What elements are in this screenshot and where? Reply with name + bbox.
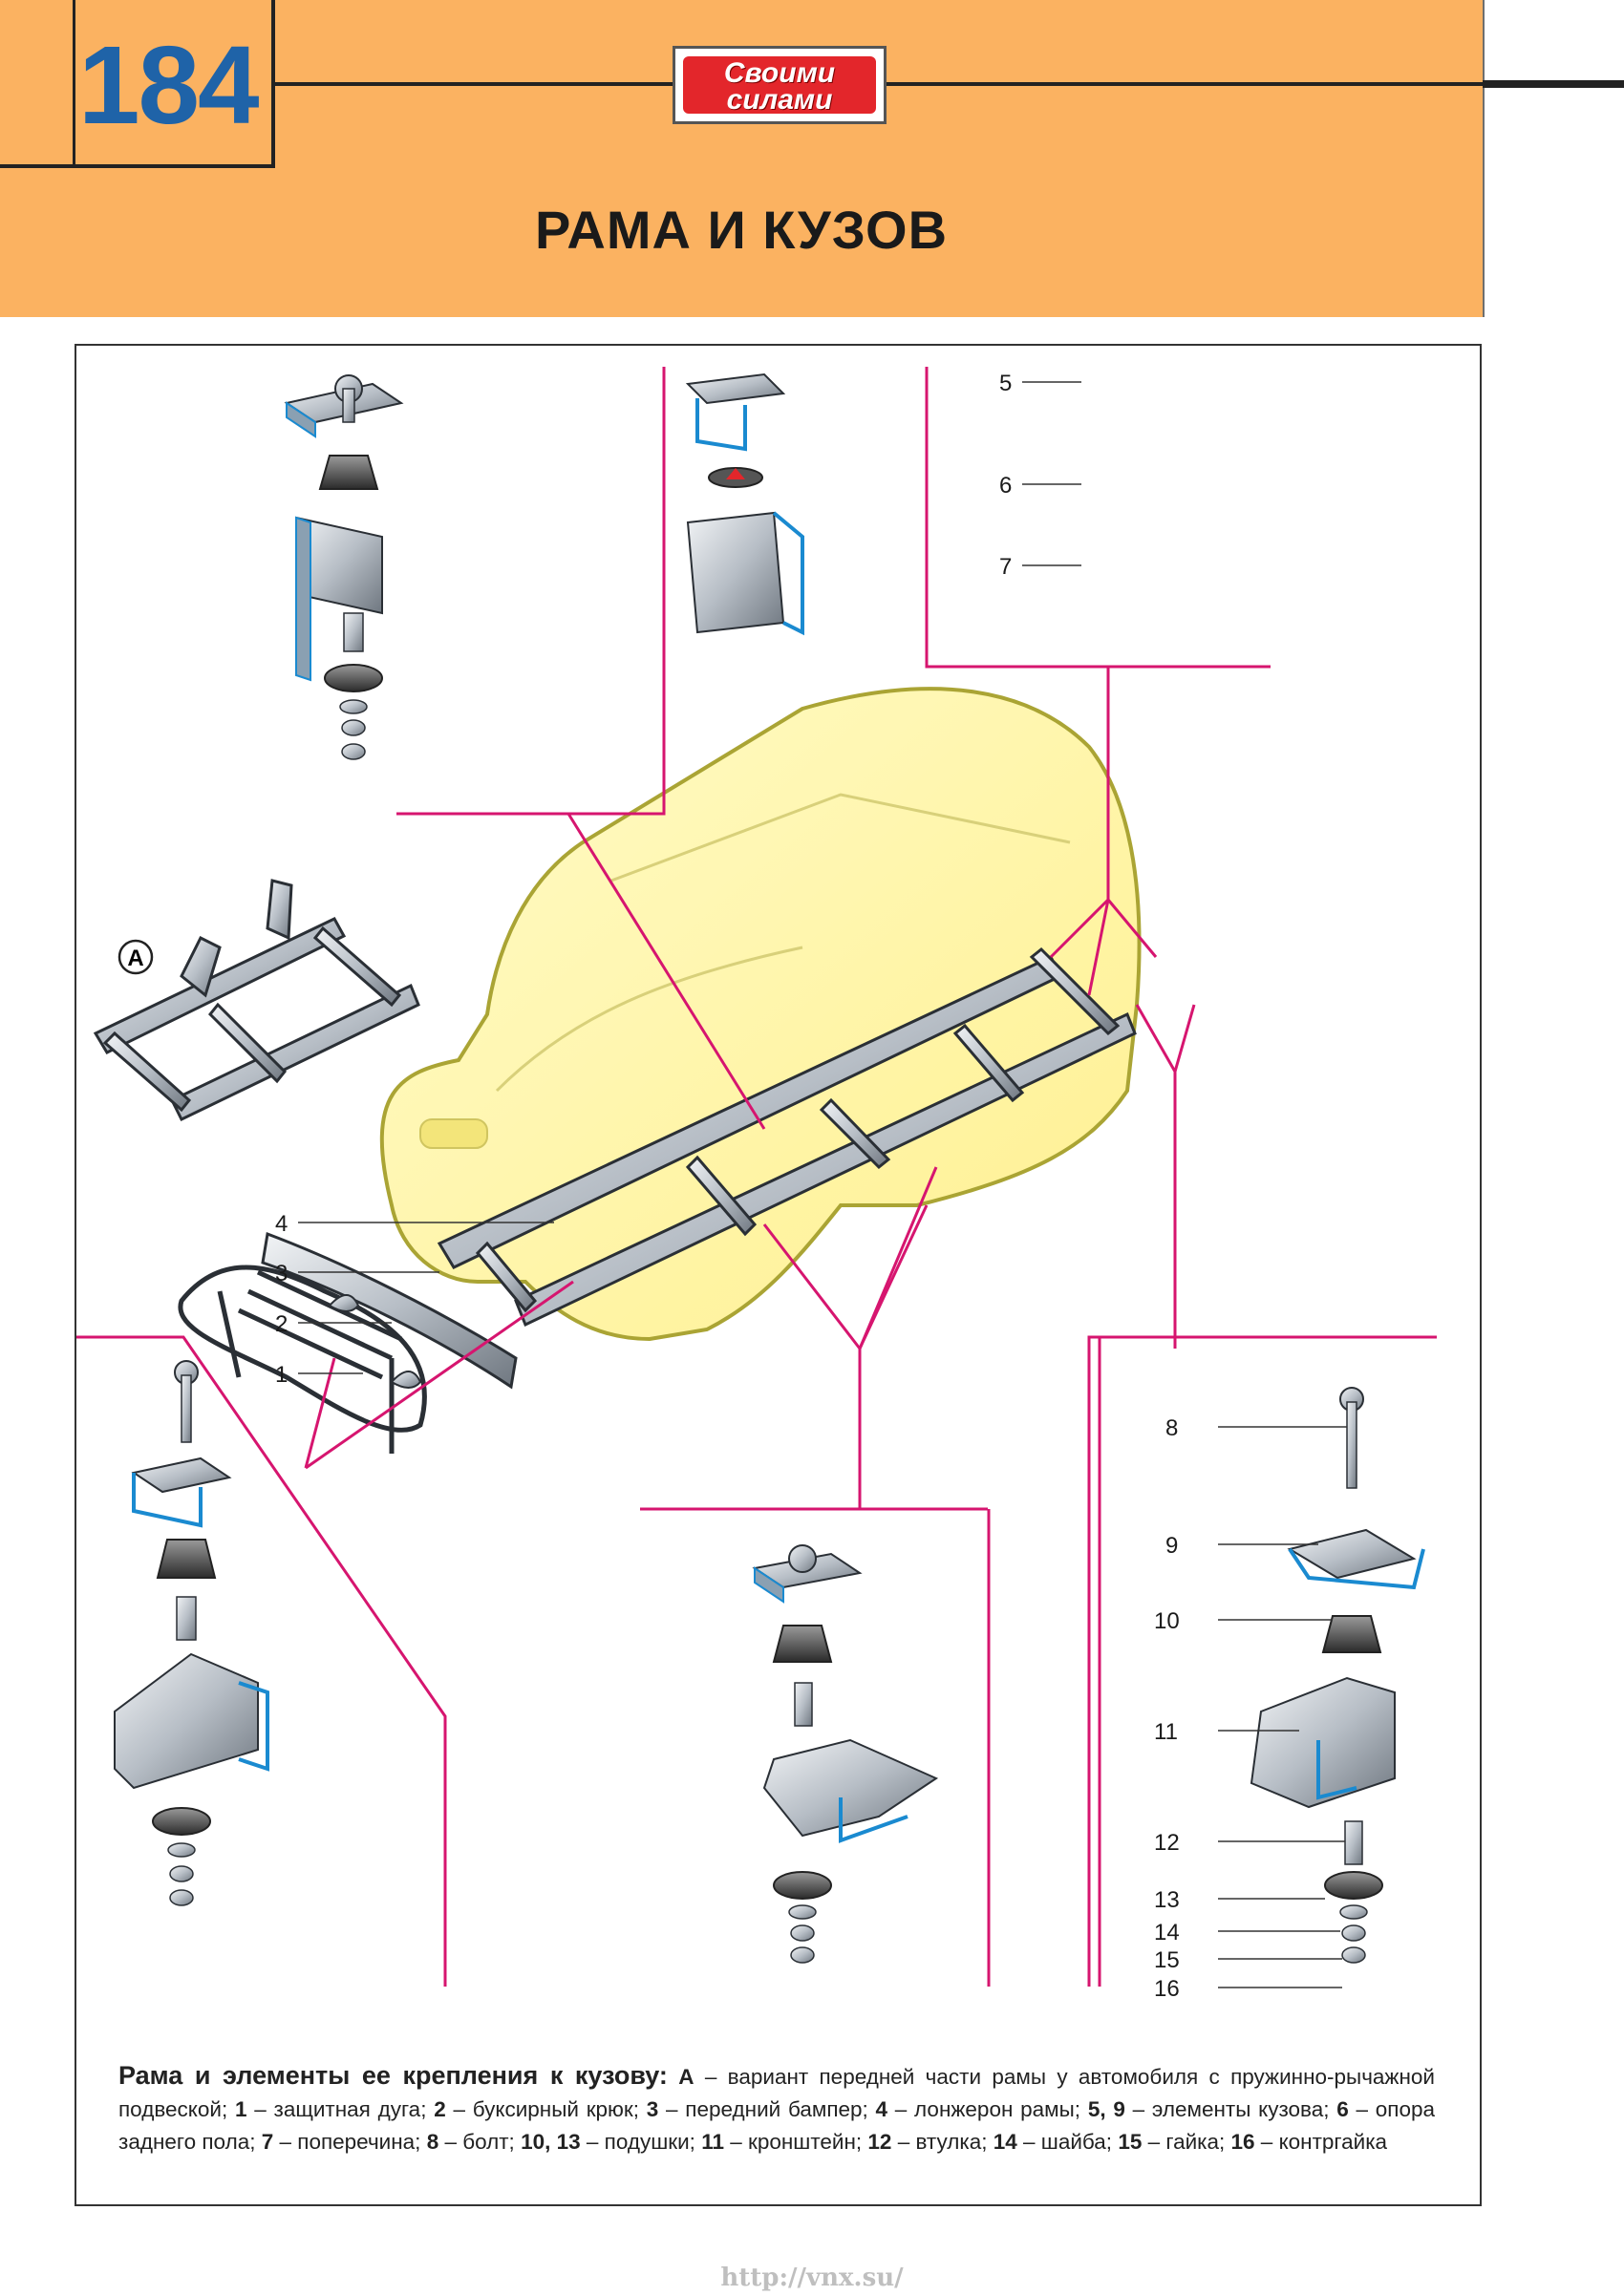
page-number-box: 184 — [0, 0, 275, 168]
header-rule-left — [271, 82, 673, 86]
caption-key: 1 — [234, 2097, 247, 2121]
caption-text: – кронштейн; — [723, 2130, 868, 2154]
mount-stack-top-center — [284, 374, 404, 760]
callout-6: 6 — [999, 473, 1012, 499]
tow-hook-2 — [390, 1371, 422, 1389]
caption-key: 8 — [426, 2130, 439, 2154]
caption-key: 15 — [1118, 2130, 1143, 2154]
caption-text: – шайба; — [1016, 2130, 1119, 2154]
callout-8: 8 — [1165, 1415, 1178, 1441]
mount-stack-top-right — [685, 372, 804, 636]
caption-text: – болт; — [438, 2130, 522, 2154]
callout-5: 5 — [999, 371, 1012, 396]
callout-lines — [298, 381, 1347, 1988]
mount-stack-bottom-left — [114, 1360, 269, 1906]
caption-key: 16 — [1230, 2130, 1255, 2154]
callout-4: 4 — [275, 1211, 288, 1237]
caption-key: 3 — [646, 2097, 659, 2121]
callout-14: 14 — [1154, 1920, 1180, 1945]
vehicle-body — [379, 687, 1142, 1342]
header-rule-tail — [1483, 80, 1624, 88]
caption-key: 5, 9 — [1087, 2097, 1125, 2121]
caption-text: – защитная дуга; — [246, 2097, 435, 2121]
caption-key: 10, 13 — [521, 2130, 581, 2154]
caption-key: А — [678, 2065, 694, 2089]
mount-stack-bottom-right — [1250, 1387, 1425, 1964]
caption-key: 7 — [261, 2130, 274, 2154]
caption-key: 4 — [875, 2097, 888, 2121]
caption-text: – втулка; — [891, 2130, 994, 2154]
figure-caption: Рама и элементы ее крепления к кузову: А… — [118, 2059, 1435, 2158]
caption-key: 11 — [701, 2130, 724, 2154]
caption-text: – лонжерон рамы; — [887, 2097, 1088, 2121]
callout-1: 1 — [275, 1362, 288, 1388]
caption-text: – гайка; — [1142, 2130, 1231, 2154]
caption-text: – вариант передней части рамы у автомоби… — [118, 2065, 1435, 2121]
caption-heading: Рама и элементы ее крепления к кузову: — [118, 2061, 668, 2090]
caption-text: – контргайка — [1254, 2130, 1388, 2154]
footer-url[interactable]: http://vnx.su/ — [720, 2264, 904, 2292]
caption-text: – передний бампер; — [658, 2097, 876, 2121]
caption-text: – поперечина; — [273, 2130, 427, 2154]
callout-15: 15 — [1154, 1947, 1180, 1973]
callout-9: 9 — [1165, 1533, 1178, 1559]
figure-frame: А — [75, 344, 1482, 2206]
logo-line-1: Своими — [723, 57, 836, 89]
caption-key: 14 — [993, 2130, 1017, 2154]
callout-10: 10 — [1154, 1608, 1180, 1634]
callout-13: 13 — [1154, 1887, 1180, 1913]
page-header: 184 Своими силами РАМА И КУЗОВ — [0, 0, 1624, 317]
variant-a-marker — [118, 939, 154, 975]
caption-key: 6 — [1336, 2097, 1349, 2121]
chassis-frame — [437, 946, 1137, 1328]
callout-3: 3 — [275, 1261, 288, 1286]
callout-7: 7 — [999, 554, 1012, 580]
caption-key: 12 — [867, 2130, 892, 2154]
caption-text: – буксирный крюк; — [445, 2097, 647, 2121]
caption-text: – подушки; — [580, 2130, 702, 2154]
frame-diagram: А — [76, 367, 1437, 2002]
mount-stack-bottom-center — [752, 1544, 939, 1964]
publisher-logo: Своими силами — [673, 46, 887, 124]
chapter-title: РАМА И КУЗОВ — [534, 200, 949, 260]
logo-line-2: силами — [726, 84, 833, 116]
caption-key: 2 — [434, 2097, 446, 2121]
callout-2: 2 — [275, 1311, 288, 1337]
caption-items: А – вариант передней части рамы у автомо… — [118, 2065, 1435, 2154]
header-rule-right — [887, 82, 1624, 86]
caption-text: – опора заднего пола; — [118, 2097, 1436, 2154]
variant-a-label: А — [127, 946, 143, 971]
variant-a-frame — [93, 879, 420, 1121]
caption-text: – элементы кузова; — [1124, 2097, 1337, 2121]
leader-lines — [76, 367, 1437, 1987]
tow-hook-1 — [328, 1294, 360, 1312]
page-number-rule — [73, 0, 75, 164]
callout-16: 16 — [1154, 1976, 1180, 2002]
callout-12: 12 — [1154, 1830, 1180, 1856]
page-number: 184 — [78, 23, 260, 147]
callout-11: 11 — [1154, 1719, 1178, 1745]
